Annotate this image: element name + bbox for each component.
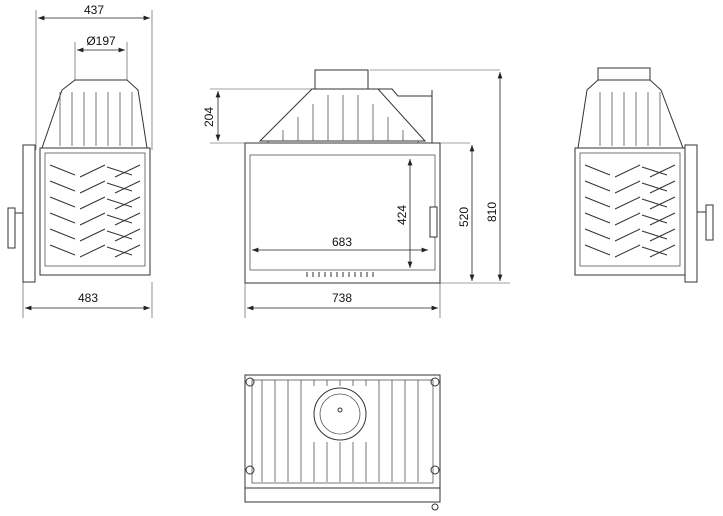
chevron <box>114 244 141 258</box>
chevron <box>649 164 676 178</box>
chevron <box>106 214 133 224</box>
chevron <box>49 180 76 192</box>
chevron <box>79 196 106 210</box>
chevron <box>584 196 611 208</box>
chevron <box>584 164 611 176</box>
hood <box>41 79 148 149</box>
chevron <box>641 182 668 192</box>
dim-width-bottom: 483 <box>78 291 98 305</box>
dim-width-top: 437 <box>84 3 104 17</box>
dim-glass-height: 424 <box>395 205 409 225</box>
chevron <box>49 244 76 256</box>
door-handle[interactable] <box>429 206 438 238</box>
chevron <box>79 212 106 226</box>
chevron <box>49 164 76 176</box>
chevron <box>79 164 106 178</box>
chevron <box>614 180 641 194</box>
chevron <box>614 196 641 210</box>
chevron <box>641 246 668 256</box>
front-view: 204 810 520 424 683 738 <box>202 69 510 318</box>
chevron <box>584 244 611 256</box>
chevron <box>79 228 106 242</box>
chevron <box>49 212 76 224</box>
dim-flue-diameter: Ø197 <box>86 34 116 48</box>
dim-hood-height: 204 <box>202 107 216 127</box>
chevron <box>79 244 106 258</box>
chevron <box>649 196 676 210</box>
hood <box>577 79 684 149</box>
chevron <box>649 212 676 226</box>
chevron <box>614 212 641 226</box>
top-view <box>244 374 441 511</box>
front-frame <box>244 487 441 503</box>
chevron <box>106 198 133 208</box>
chevron <box>79 180 106 194</box>
left-side-view: 437 Ø197 483 <box>7 3 153 318</box>
chevron <box>641 214 668 224</box>
chevron <box>584 180 611 192</box>
door-frame <box>684 144 698 283</box>
chevron <box>114 212 141 226</box>
dim-body-height: 520 <box>457 207 471 227</box>
flue-collar <box>314 69 369 90</box>
door-handle[interactable] <box>705 204 714 241</box>
door-handle[interactable] <box>7 207 16 249</box>
body <box>244 142 441 284</box>
chevron <box>114 164 141 178</box>
chevron <box>49 196 76 208</box>
chevron <box>106 182 133 192</box>
chevron <box>614 228 641 242</box>
chevron <box>106 246 133 256</box>
dim-body-width: 738 <box>332 291 352 305</box>
dim-total-height: 810 <box>485 202 499 222</box>
chevron <box>641 230 668 240</box>
door-frame <box>22 144 36 283</box>
dim-glass-width: 683 <box>332 235 352 249</box>
hood <box>258 88 427 142</box>
chevron <box>106 230 133 240</box>
chevron <box>114 180 141 194</box>
right-side-view <box>574 67 714 283</box>
chevron <box>614 244 641 258</box>
chevron <box>584 212 611 224</box>
side-panel <box>574 147 686 276</box>
flue-collar <box>597 67 651 81</box>
chevron <box>649 180 676 194</box>
chevron <box>641 166 668 176</box>
chevron <box>649 228 676 242</box>
side-panel <box>39 147 151 276</box>
chevron <box>614 164 641 178</box>
chevron <box>641 198 668 208</box>
chevron <box>584 228 611 240</box>
chevron <box>114 228 141 242</box>
chevron <box>649 244 676 258</box>
chevron <box>49 228 76 240</box>
flue-outlet <box>313 387 367 441</box>
chevron <box>114 196 141 210</box>
chevron <box>106 166 133 176</box>
